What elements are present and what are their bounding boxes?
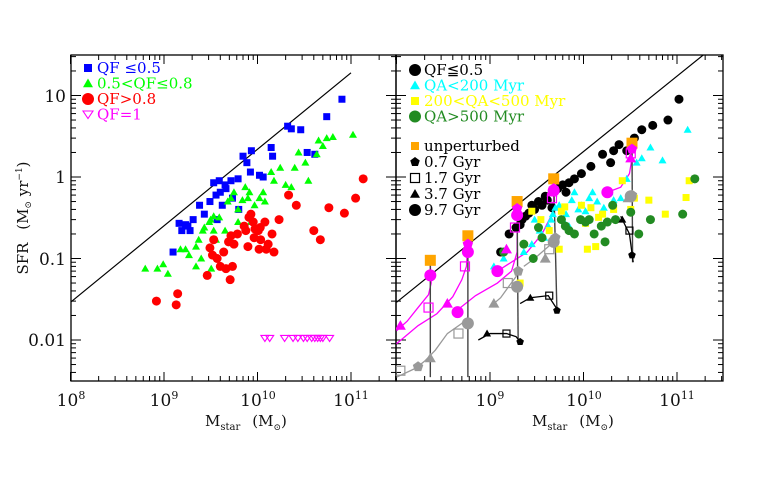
- series-qf-0-8: [151, 174, 368, 310]
- track-markers: [462, 143, 638, 249]
- x-tick-1e9-right: 109: [476, 389, 505, 411]
- y-tick-1: 1: [55, 168, 66, 188]
- track-line: [71, 72, 352, 303]
- legend-label: 200<QA<500 Myr: [424, 92, 566, 110]
- legend-label: QA>500 Myr: [424, 108, 525, 126]
- track-line: [631, 143, 634, 263]
- x-axis-title-right: Mstar(M⊙): [532, 412, 614, 433]
- x-tick-1e9: 109: [150, 389, 179, 411]
- legend-label: 1.7 Gyr: [424, 169, 481, 187]
- right-plot-content: [396, 55, 705, 378]
- track-markers: [412, 189, 638, 372]
- y-tick-labels: 10 1 0.1 0.01: [28, 87, 66, 351]
- series-qf-0-5: [496, 94, 684, 257]
- right-panel-plot: [395, 54, 724, 382]
- series-unperturbed: [424, 137, 638, 266]
- y-tick-10: 10: [44, 87, 66, 107]
- x-axis-title-left: Mstar(M⊙): [205, 412, 287, 433]
- track-line: [519, 294, 558, 310]
- track-line: [454, 209, 518, 313]
- legend-left: QF ≤0.50.5<QF≤0.8QF>0.8QF=1: [81, 59, 193, 124]
- x-tick-labels-left: 108 109 1010 1011: [57, 389, 369, 411]
- series-qa-500-myr: [499, 174, 700, 263]
- legend-item: 1.7 Gyr: [409, 169, 481, 187]
- axis-ticks: [70, 55, 397, 381]
- legend-item: unperturbed: [411, 137, 520, 155]
- left-plot-content: [71, 72, 368, 343]
- y-tick-0.1: 0.1: [39, 250, 66, 270]
- svg-text:SFR (M⊙ yr−1): SFR (M⊙ yr−1): [14, 161, 34, 274]
- series-qf-1: [259, 334, 335, 343]
- y-tick-0.01: 0.01: [28, 331, 66, 351]
- plot-frame: [395, 54, 724, 382]
- x-tick-1e10: 1010: [240, 389, 276, 411]
- x-tick-labels-right: 109 1010 1011: [476, 389, 695, 411]
- legend-label: 3.7 Gyr: [424, 185, 481, 203]
- track-line: [396, 316, 469, 378]
- legend-item: 200<QA<500 Myr: [411, 92, 566, 110]
- x-tick-1e10-right: 1010: [566, 389, 602, 411]
- legend-item: QA>500 Myr: [409, 108, 525, 126]
- legend-item: QF ≤0.5: [84, 59, 161, 77]
- y-axis-title-main: SFR: [14, 242, 32, 275]
- legend-item: 9.7 Gyr: [409, 201, 481, 219]
- legend-label: 0.5<QF≤0.8: [97, 75, 193, 93]
- svg-text:Mstar(M⊙): Mstar(M⊙): [205, 412, 287, 433]
- track-markers: [396, 244, 555, 376]
- legend-item: 3.7 Gyr: [410, 185, 481, 203]
- legend-label: QF≦0.5: [424, 61, 483, 79]
- series-1-7-gyr: [502, 226, 634, 338]
- y-axis-title: SFR (M⊙ yr−1): [14, 161, 34, 274]
- svg-text:Mstar(M⊙): Mstar(M⊙): [532, 412, 614, 433]
- track-line: [396, 239, 469, 345]
- legend-label: unperturbed: [424, 137, 520, 155]
- series-0-7-gyr: [516, 251, 636, 346]
- legend-label: QF>0.8: [97, 90, 156, 108]
- legend-item: 0.7 Gyr: [410, 153, 481, 171]
- legend-label: QF ≤0.5: [97, 59, 161, 77]
- x-tick-1e11-right: 1011: [659, 389, 695, 411]
- legend-label: QF=1: [97, 106, 142, 124]
- legend-item: QF=1: [81, 106, 142, 124]
- track-line: [396, 55, 705, 303]
- legend-item: QF>0.8: [82, 90, 156, 108]
- legend-label: QA<200 Myr: [424, 77, 525, 95]
- legend-item: QA<200 Myr: [410, 77, 525, 95]
- axis-ticks: [396, 55, 723, 381]
- series-3-7-gyr: [483, 215, 627, 337]
- legend-label: 9.7 Gyr: [424, 201, 481, 219]
- legend-label: 0.7 Gyr: [424, 153, 481, 171]
- series-qf-0-5: [169, 95, 346, 256]
- legend-item: 0.5<QF≤0.8: [83, 75, 193, 93]
- legend-item: QF≦0.5: [409, 61, 483, 79]
- x-tick-1e11: 1011: [333, 389, 369, 411]
- x-tick-1e8: 108: [57, 389, 86, 411]
